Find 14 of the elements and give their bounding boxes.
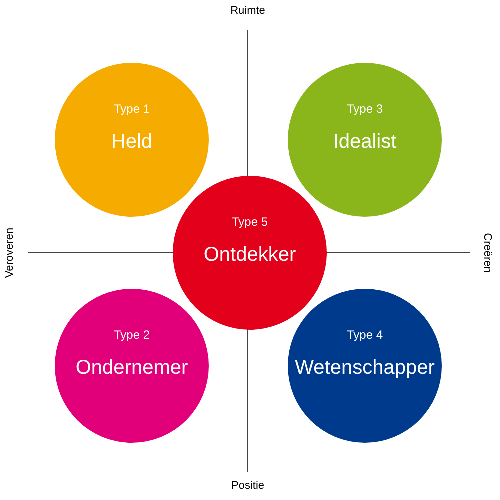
type-label: Type 1 xyxy=(114,101,150,118)
type-label: Type 5 xyxy=(232,214,268,231)
axis-label: Veroveren xyxy=(2,228,17,278)
type-name: Held xyxy=(111,130,153,155)
type-name: Idealist xyxy=(333,130,397,155)
type-label: Type 4 xyxy=(346,327,384,344)
axis-label: Ruimte xyxy=(230,4,266,19)
type-label: Type 3 xyxy=(346,101,384,118)
type-name: Ondernemer xyxy=(76,356,188,381)
type-name: Wetenschapper xyxy=(295,356,435,381)
axis-label: Creëren xyxy=(480,233,494,273)
type-label: Type 2 xyxy=(114,327,150,344)
axis-label: Positie xyxy=(231,478,265,494)
type-name: Ontdekker xyxy=(204,243,296,268)
